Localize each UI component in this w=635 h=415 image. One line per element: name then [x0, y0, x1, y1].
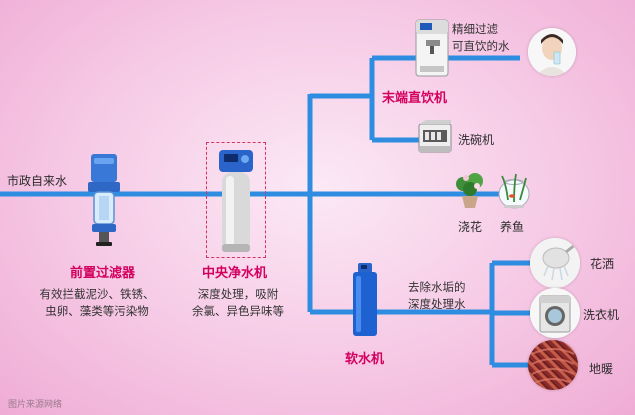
prefilter-device [88, 154, 120, 246]
dispenser-output-label: 精细过滤 可直饮的水 [452, 21, 510, 55]
person-drinking-icon [528, 28, 576, 76]
prefilter-title: 前置过滤器 [70, 266, 136, 281]
prefilter-desc-line-2: 虫卵、藻类等污染物 [45, 304, 149, 318]
shower-photo [530, 238, 580, 288]
dispenser-output-line-2: 可直饮的水 [452, 39, 510, 53]
softener-desc-line-1: 去除水垢的 [408, 280, 466, 294]
dishwasher-device [418, 120, 452, 153]
softener-title: 软水机 [345, 352, 385, 367]
floor-heating-photo [528, 340, 578, 390]
watermark-text: 图片来源网络 [8, 400, 63, 410]
central-purifier-desc-line-2: 余氯、异色异味等 [192, 304, 284, 318]
central-purifier-title: 中央净水机 [202, 266, 268, 281]
central-purifier-description: 深度处理，吸附 余氯、异色异味等 [176, 286, 300, 320]
softener-device [353, 263, 377, 336]
central-purifier-device [219, 150, 253, 252]
watering-label: 浇花 [458, 220, 483, 234]
end-dispenser-title: 末端直饮机 [382, 91, 448, 106]
source-label: 市政自来水 [7, 174, 68, 188]
prefilter-desc-line-1: 有效拦截泥沙、铁锈、 [39, 287, 155, 301]
floor-heating-icon [531, 348, 575, 385]
fishbowl-icon [498, 173, 530, 209]
dishwasher-label: 洗碗机 [458, 133, 495, 147]
drinking-person-photo [528, 28, 576, 76]
end-dispenser-device [415, 19, 449, 77]
washing-machine-icon [530, 288, 580, 338]
floor-heating-label: 地暖 [589, 362, 614, 376]
shower-label: 花洒 [590, 257, 615, 271]
fish-label: 养鱼 [500, 220, 525, 234]
prefilter-description: 有效拦截泥沙、铁锈、 虫卵、藻类等污染物 [32, 286, 162, 320]
shower-icon [530, 238, 580, 288]
central-purifier-desc-line-1: 深度处理，吸附 [197, 287, 279, 301]
washer-label: 洗衣机 [583, 308, 620, 322]
softener-description: 去除水垢的 深度处理水 [408, 279, 466, 313]
dispenser-output-line-1: 精细过滤 [452, 22, 498, 36]
central-purifier-highlight-box [206, 142, 266, 258]
plant-icon [456, 173, 483, 208]
softener-desc-line-2: 深度处理水 [408, 297, 466, 311]
washer-photo [530, 288, 580, 338]
